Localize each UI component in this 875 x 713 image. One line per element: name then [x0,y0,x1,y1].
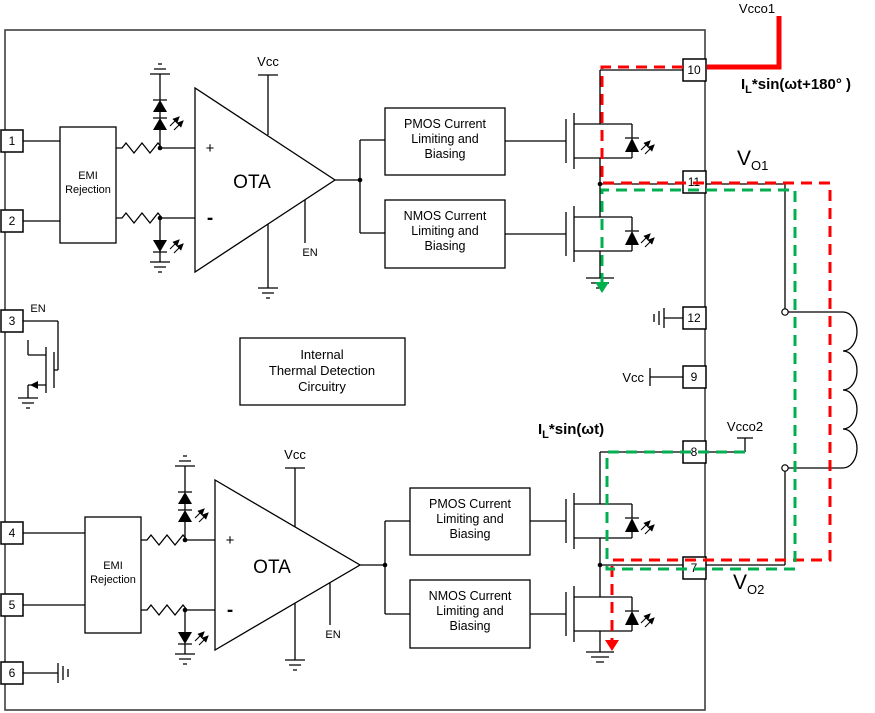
pin-label-5: 5 [9,598,16,612]
vo1-label: VO1 [737,147,768,173]
esd-diode-stack-bottom-channel [175,455,209,540]
pin-label-6: 6 [9,666,16,680]
nmos-bottom-line1: NMOS Current [429,589,512,603]
junction-dots [157,145,603,613]
pin-box-10 [682,58,707,82]
block-labels: EMI Rejection EMI Rejection + - OTA Vcc … [65,54,512,641]
thermal-line1: Internal [300,347,343,362]
pin-label-3: 3 [9,314,16,328]
pin-label-4: 4 [9,526,16,540]
body-diode-icon [625,138,639,152]
ground-icon [586,651,614,663]
ota-amplifier-top [194,86,337,274]
pin-box-9 [682,365,707,389]
bottom-channel-wires [23,467,410,671]
emi-bottom-line2: Rejection [90,574,136,586]
load-terminal-bottom [781,464,789,472]
ota-top-label: OTA [233,172,271,193]
thermal-line2: Thermal Detection [269,363,375,378]
nmos-bottom-line2: Limiting and [436,604,503,618]
ota-bottom-en: EN [325,629,340,641]
ota-top-minus: - [207,208,213,229]
esd-diode-stack-top-channel [150,63,184,148]
signal-labels: EN Vcc Vcco1 Vcco2 VO1 VO2 IL*sin(ωt+180… [30,1,851,597]
current-path-green [600,188,797,571]
pin-boxes: 1 2 3 4 5 6 10 11 12 9 8 7 [0,58,707,685]
red-current-arrowhead-icon [605,640,619,651]
pin-label-9: 9 [691,370,698,384]
vcco2-label: Vcco2 [727,419,763,434]
vo2-label: VO2 [733,571,764,597]
nmos-limiting-block-top [384,199,506,269]
pmos-output-fet-bottom [530,452,655,565]
green-current-label: IL*sin(ωt) [538,421,604,441]
green-current-arrowhead-icon [595,282,609,293]
nmos-top-line1: NMOS Current [404,209,487,223]
ota-bottom-minus: - [227,600,233,621]
top-channel-wires [23,74,385,299]
nmos-output-fet-bottom [530,565,655,663]
ota-top-en: EN [302,247,317,259]
pin-box-4 [0,521,24,545]
pmos-output-fet-top [505,70,655,184]
emi-bottom-line1: EMI [103,560,123,572]
enable-input-fet [18,320,59,409]
ota-top-vcc: Vcc [257,54,279,69]
thermal-detection-block [239,337,406,406]
load-inductor [781,184,858,565]
pin-label-2: 2 [9,214,16,228]
pin-label-10: 10 [687,63,701,77]
nmos-bottom-line3: Biasing [450,619,491,633]
pmos-top-line3: Biasing [425,147,466,161]
pmos-bottom-line2: Limiting and [436,512,503,526]
vcco1-label: Vcco1 [739,1,775,16]
pin-box-5 [0,593,24,617]
pin9-vcc-label: Vcc [622,370,644,385]
pmos-bottom-line1: PMOS Current [429,497,511,511]
ota-amplifier-bottom [214,478,362,652]
vcco1-supply-trace [707,16,782,70]
esd-diode-lower-top-channel [150,218,184,273]
ota-top-plus: + [206,140,215,157]
thermal-line3: Circuitry [298,379,346,394]
ota-bottom-plus: + [226,532,235,549]
pmos-bottom-line3: Biasing [450,527,491,541]
red-current-label: IL*sin(ωt+180° ) [741,76,851,96]
emi-rejection-block-top [59,126,117,244]
pin3-en-label: EN [30,303,45,315]
emi-top-line2: Rejection [65,184,111,196]
pin-box-12 [682,306,707,330]
pin-label-1: 1 [9,134,16,148]
pin-box-2 [0,209,24,233]
emi-rejection-block-bottom [84,516,142,634]
pmos-top-line2: Limiting and [411,132,478,146]
pmos-top-line1: PMOS Current [404,117,486,131]
pin-box-6 [0,661,24,685]
load-terminal-top [781,308,789,316]
ota-bottom-vcc: Vcc [284,447,306,462]
pin-box-1 [0,129,24,153]
emi-top-line1: EMI [78,170,98,182]
body-diode-icon [625,518,639,532]
body-diode-icon [625,611,639,625]
pin-label-12: 12 [687,311,701,325]
esd-diode-lower-bottom-channel [175,610,209,665]
body-diode-icon [625,231,639,245]
ota-bottom-label: OTA [253,557,291,578]
current-path-red [600,65,832,640]
nmos-top-line3: Biasing [425,239,466,253]
nmos-output-fet-top [505,184,655,289]
pin-label-8: 8 [691,445,698,459]
inductor-coil-icon [842,311,858,469]
nmos-top-line2: Limiting and [411,224,478,238]
pmos-limiting-block-top [384,107,506,176]
pin-box-3 [0,309,24,333]
